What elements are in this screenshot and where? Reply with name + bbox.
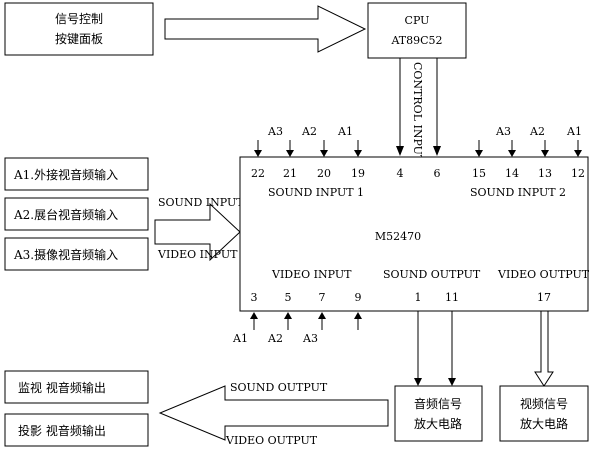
chip-box (239, 156, 589, 312)
bottom-source-a3: A3 (302, 332, 318, 345)
pin-6: 6 (434, 167, 441, 180)
output-label-projector: 投影 视音频输出 (18, 423, 106, 438)
pin-9-arrowhead (354, 312, 362, 319)
cpu-box (367, 2, 467, 59)
video-input-label: VIDEO INPUT (271, 268, 352, 281)
control-arrowhead-pin-4 (396, 146, 404, 156)
video-input-arrow-label: VIDEO INPUT (157, 248, 238, 261)
pin-12-arrowhead (574, 150, 582, 157)
amplifiers-to-outputs-arrow (158, 385, 389, 441)
bottom-video-sources: A1 A2 A3 (232, 312, 362, 345)
output-list: 监视 视音频输出 投影 视音频输出 (4, 370, 149, 447)
cpu-line-2: AT89C52 (390, 34, 442, 47)
panel-to-cpu-arrow (164, 5, 367, 53)
sound-input-2-label: SOUND INPUT 2 (470, 186, 566, 199)
pin-3-arrowhead (250, 312, 258, 319)
input-item-a2: A2.展台视音频输入 (4, 197, 149, 231)
video-output-label: VIDEO OUTPUT (497, 268, 590, 281)
input-box-a2 (4, 197, 149, 231)
output-box-projector (4, 413, 149, 447)
bottom-source-a1: A1 (232, 332, 248, 345)
input-item-a3: A3.摄像视音频输入 (4, 237, 149, 271)
pin-3: 3 (251, 291, 258, 304)
cpu-block: CPU AT89C52 (367, 2, 467, 59)
top-right-source-a2: A2 (529, 125, 545, 138)
pin-17: 17 (537, 291, 551, 304)
cpu-line-1: CPU (405, 14, 430, 27)
control-panel-block: 信号控制 按键面板 (4, 2, 154, 56)
input-list: A1.外接视音频输入 A2.展台视音频输入 A3.摄像视音频输入 (4, 157, 149, 271)
top-left-source-a1: A1 (337, 125, 353, 138)
input-label-a3: A3.摄像视音频输入 (13, 247, 118, 262)
sound-input-arrow-label: SOUND INPUT (158, 196, 244, 209)
video-amplifier-line-1: 视频信号 (520, 396, 568, 411)
pin-11-output-arrowhead (448, 378, 456, 386)
pin-4: 4 (397, 167, 404, 180)
output-item-monitor: 监视 视音频输出 (4, 370, 149, 404)
bottom-source-a2: A2 (267, 332, 283, 345)
inputs-to-chip-arrow (154, 202, 241, 262)
pin-5: 5 (285, 291, 292, 304)
top-left-sources: A3 A2 A1 (254, 125, 362, 157)
pin-20: 20 (317, 167, 331, 180)
pin-7-arrowhead (318, 312, 326, 319)
control-arrowhead-pin-6 (433, 146, 441, 156)
pin-13-arrowhead (541, 150, 549, 157)
pin-17-output-arrow (534, 310, 554, 387)
pin-5-arrowhead (284, 312, 292, 319)
pin-22: 22 (251, 167, 265, 180)
input-box-a1 (4, 157, 149, 191)
pin-21-arrowhead (286, 150, 294, 157)
input-item-a1: A1.外接视音频输入 (4, 157, 149, 191)
output-item-projector: 投影 视音频输出 (4, 413, 149, 447)
output-box-monitor (4, 370, 149, 404)
top-right-source-a3: A3 (495, 125, 511, 138)
audio-amplifier-line-1: 音频信号 (414, 396, 462, 411)
audio-amplifier-box (394, 385, 483, 442)
audio-amplifier-block: 音频信号 放大电路 (394, 385, 483, 442)
pin-15: 15 (472, 167, 486, 180)
control-panel-box (4, 2, 154, 56)
top-left-source-a3: A3 (267, 125, 283, 138)
video-amplifier-line-2: 放大电路 (520, 416, 568, 431)
top-left-source-a2: A2 (301, 125, 317, 138)
output-label-monitor: 监视 视音频输出 (18, 380, 106, 395)
sound-output-label: SOUND OUTPUT (383, 268, 481, 281)
pin-14-arrowhead (508, 150, 516, 157)
chip-name: M52470 (375, 230, 421, 243)
pin-9: 9 (355, 291, 362, 304)
control-panel-line-2: 按键面板 (55, 32, 103, 46)
sound-input-1-label: SOUND INPUT 1 (268, 186, 364, 199)
input-label-a2: A2.展台视音频输入 (13, 207, 118, 222)
control-input-label: CONTROL INPUT (411, 62, 424, 163)
pin-1: 1 (415, 291, 422, 304)
audio-amplifier-line-2: 放大电路 (414, 416, 462, 431)
pin-21: 21 (283, 167, 297, 180)
pin-14: 14 (505, 167, 519, 180)
pin-7: 7 (319, 291, 326, 304)
control-panel-line-1: 信号控制 (55, 12, 103, 26)
video-amplifier-block: 视频信号 放大电路 (499, 385, 589, 442)
pin-11: 11 (445, 291, 459, 304)
input-label-a1: A1.外接视音频输入 (13, 167, 118, 182)
pin-15-arrowhead (475, 150, 483, 157)
top-right-sources: A3 A2 A1 (475, 125, 582, 157)
pin-13: 13 (538, 167, 552, 180)
video-output-arrow-label: VIDEO OUTPUT (225, 434, 318, 447)
pin-19: 19 (351, 167, 365, 180)
pin-22-arrowhead (254, 150, 262, 157)
video-amplifier-box (499, 385, 589, 442)
pin-1-output-arrowhead (414, 378, 422, 386)
pin-20-arrowhead (320, 150, 328, 157)
input-box-a3 (4, 237, 149, 271)
sound-output-arrow-label: SOUND OUTPUT (230, 381, 328, 394)
chip-m52470: M52470 22 21 20 19 4 6 15 14 13 12 SOUND… (239, 156, 590, 312)
pin-19-arrowhead (354, 150, 362, 157)
pin-12: 12 (571, 167, 585, 180)
top-right-source-a1: A1 (566, 125, 582, 138)
